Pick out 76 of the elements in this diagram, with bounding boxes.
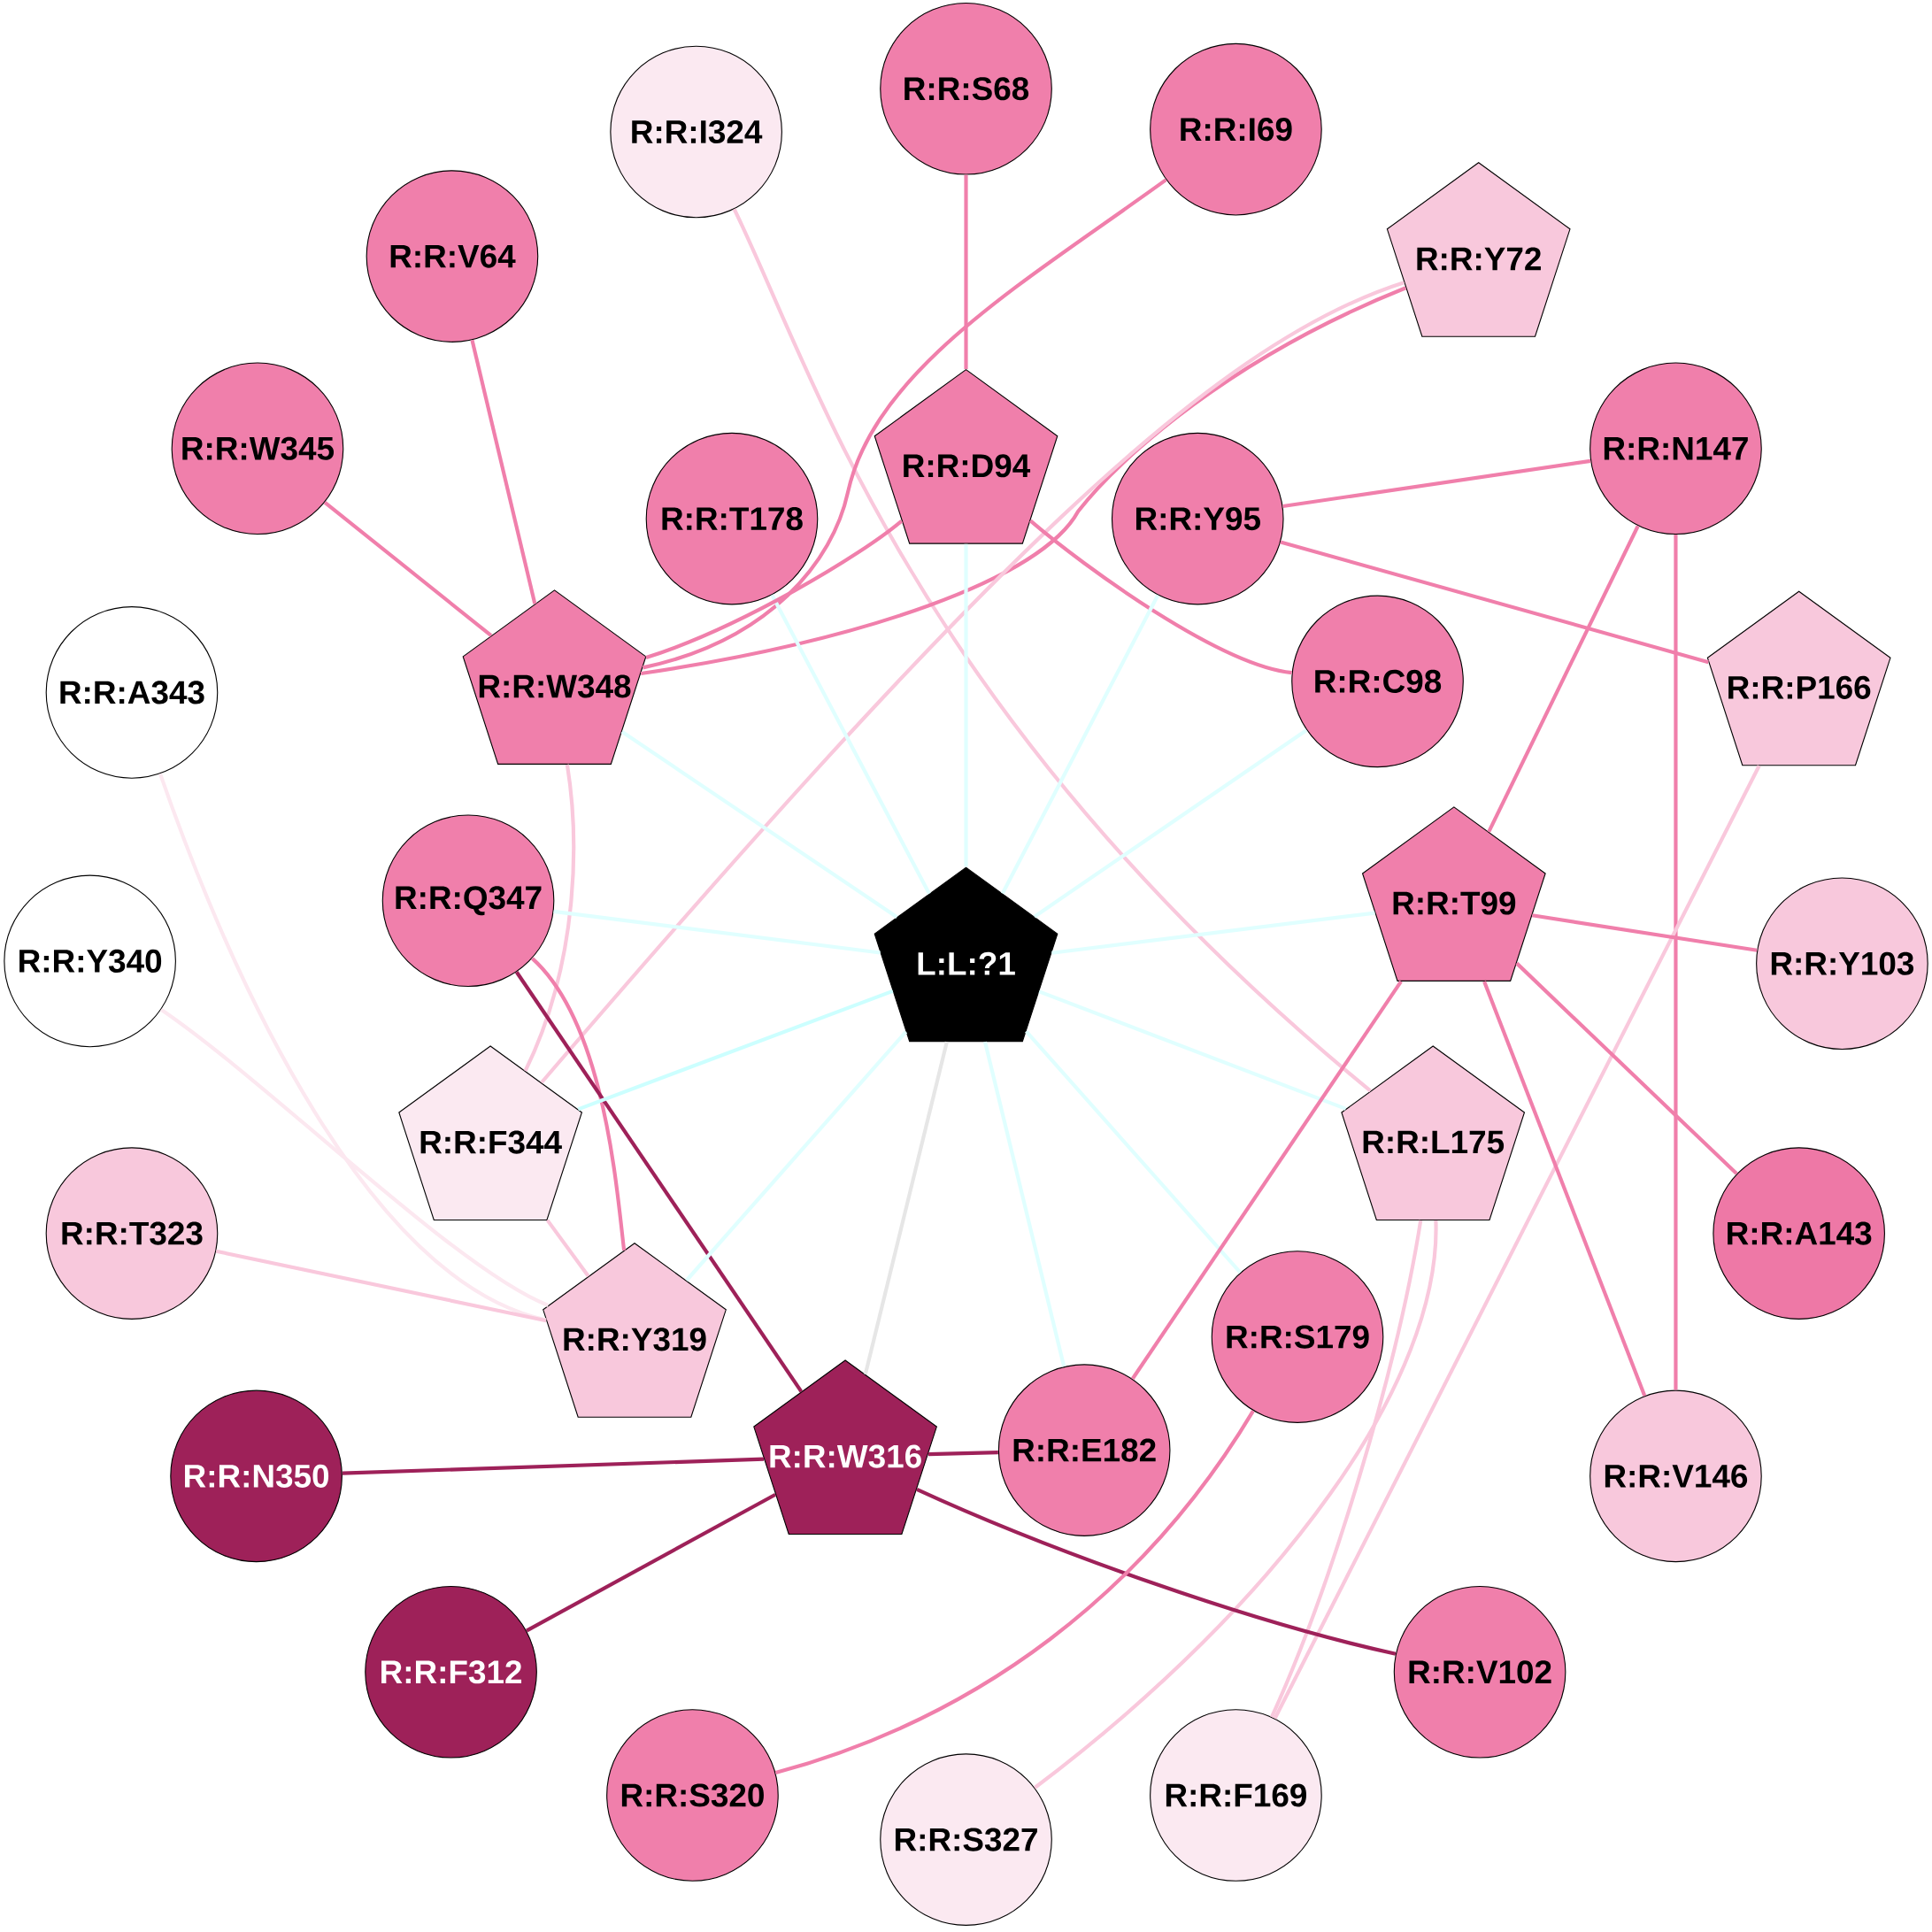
link-line (645, 519, 904, 659)
link-line (1033, 728, 1308, 919)
link-line (1280, 540, 1709, 665)
circle-node: R:R:A343 (45, 606, 219, 779)
circle-node: R:R:Y103 (1756, 877, 1928, 1051)
link-line (1051, 911, 1375, 955)
link-line (982, 1041, 1066, 1367)
link-line (916, 1487, 1397, 1656)
pentagon-node: L:L:?1 (874, 866, 1058, 1043)
link-line (530, 957, 627, 1251)
circle-node: R:R:T178 (645, 432, 819, 605)
link-line (732, 208, 1372, 1093)
circle-node: R:R:F312 (365, 1585, 537, 1759)
link-line (620, 730, 898, 919)
link-line (774, 1409, 1255, 1775)
circle-node: R:R:Q347 (381, 814, 555, 988)
link-line (770, 594, 931, 895)
link-line (553, 909, 881, 955)
link-line (1130, 980, 1403, 1381)
link-line (1482, 981, 1647, 1397)
link-line (1270, 1220, 1423, 1718)
circle-node: R:R:Y340 (4, 874, 176, 1048)
circle-node: R:R:N350 (170, 1389, 343, 1563)
circle-node: R:R:A143 (1713, 1147, 1885, 1320)
circle-node: R:R:S320 (606, 1709, 779, 1882)
link-line (964, 543, 968, 867)
circle-node: R:R:V64 (366, 170, 539, 343)
pentagon-node: R:R:P166 (1706, 590, 1891, 766)
circle-node: R:R:Y95 (1111, 432, 1284, 605)
pentagon-node: R:R:W316 (753, 1359, 937, 1536)
link-line (545, 1219, 590, 1278)
circle-node: R:R:I324 (610, 45, 782, 219)
link-line (685, 1030, 908, 1282)
link-line (342, 1457, 765, 1475)
link-line (1033, 1220, 1438, 1790)
link-line (514, 971, 804, 1393)
link-line (470, 339, 537, 604)
link-line (540, 281, 1405, 1084)
circle-node: R:R:S179 (1211, 1251, 1384, 1423)
link-line (523, 764, 576, 1072)
circle-node: R:R:S327 (880, 1753, 1052, 1926)
link-line (1515, 961, 1738, 1175)
circle-node: R:R:W345 (171, 362, 344, 535)
link-line (1000, 594, 1160, 895)
circle-node: R:R:S68 (880, 2, 1052, 175)
link-line (1532, 913, 1758, 952)
link-line (964, 174, 968, 369)
link-line (159, 1008, 550, 1307)
pentagon-node: R:R:Y72 (1386, 162, 1571, 337)
pentagon-node: R:R:T99 (1361, 806, 1546, 981)
link-line (525, 1492, 777, 1633)
circle-node: R:R:N147 (1589, 362, 1762, 535)
link-line (1038, 989, 1347, 1111)
link-line (1273, 765, 1761, 1720)
link-line (1025, 1030, 1242, 1274)
link-line (1028, 519, 1293, 675)
pentagon-node: R:R:Y319 (543, 1243, 727, 1418)
circle-node: R:R:V102 (1393, 1585, 1566, 1759)
circle-node: R:R:T323 (45, 1147, 219, 1320)
circle-node: R:R:F169 (1150, 1709, 1322, 1882)
link-line (928, 1451, 998, 1457)
link-line (577, 989, 894, 1112)
link-line (1282, 458, 1591, 509)
circle-node: R:R:E182 (997, 1364, 1171, 1536)
link-line (1674, 535, 1678, 1390)
circle-node: R:R:V146 (1589, 1389, 1762, 1563)
pentagon-node: R:R:D94 (874, 369, 1058, 544)
pentagon-node: R:R:W348 (462, 589, 647, 765)
link-line (863, 1041, 949, 1375)
link-line (323, 500, 493, 637)
circle-node: R:R:I69 (1150, 42, 1322, 216)
link-line (215, 1249, 547, 1323)
link-line (1487, 525, 1640, 833)
link-line (640, 286, 1407, 676)
link-line (642, 178, 1167, 670)
circle-node: R:R:C98 (1291, 595, 1464, 768)
